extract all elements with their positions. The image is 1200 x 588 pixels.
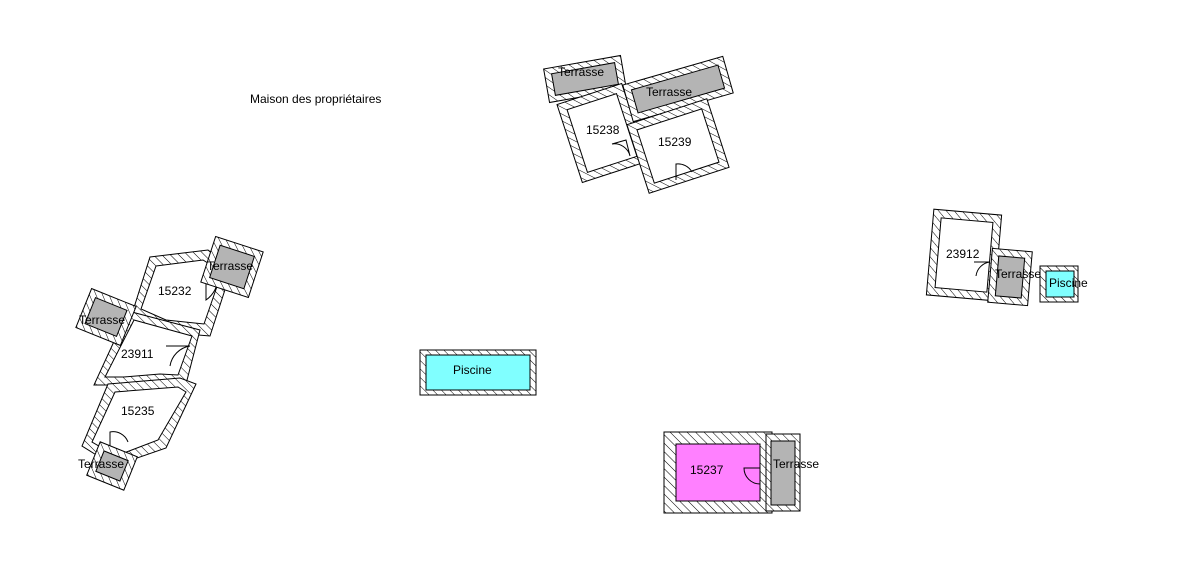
unit-label-23911: 23911 xyxy=(121,347,154,361)
terrasse-15235[interactable]: Terrasse xyxy=(78,441,138,491)
plan-title: Maison des propriétaires xyxy=(250,92,381,106)
terrasse-15232[interactable]: Terrasse xyxy=(200,235,264,299)
door-icon xyxy=(166,345,191,367)
terrasse-23912[interactable]: Terrasse xyxy=(987,247,1042,307)
terrasse-label: Terrasse xyxy=(79,313,125,327)
door-icon xyxy=(743,467,761,485)
unit-label-15238: 15238 xyxy=(586,123,620,137)
unit-label-15239: 15239 xyxy=(658,135,692,149)
terrasse-label: Terrasse xyxy=(646,85,692,99)
terrasse-label: Terrasse xyxy=(558,65,604,79)
unit-label-15235: 15235 xyxy=(121,404,155,418)
terrasse-label: Terrasse xyxy=(773,457,819,471)
pool-water xyxy=(1045,270,1075,298)
terrasse-label: Terrasse xyxy=(78,457,124,471)
unit-label-15232: 15232 xyxy=(158,284,192,298)
terrasse-15239[interactable]: Terrasse xyxy=(622,55,734,123)
unit-label-23912: 23912 xyxy=(946,247,980,261)
unit-label-15237: 15237 xyxy=(690,463,724,477)
piscine-label: Piscine xyxy=(1049,276,1088,290)
pool-water xyxy=(425,354,531,391)
door-icon xyxy=(974,261,991,277)
door-icon xyxy=(109,431,129,448)
terrasse-15237[interactable]: Terrasse xyxy=(765,433,819,512)
door-icon xyxy=(675,163,693,180)
building-15238[interactable]: 15238 xyxy=(556,82,648,184)
unit-15237-room xyxy=(675,443,761,502)
building-15235[interactable]: 15235 xyxy=(81,377,197,467)
building-15237[interactable]: 15237 xyxy=(663,431,773,514)
terrasse-label: Terrasse xyxy=(207,259,253,273)
piscine-central[interactable]: Piscine xyxy=(419,349,537,396)
building-15239[interactable]: 15239 xyxy=(626,98,730,194)
building-23912[interactable]: 23912 xyxy=(925,208,1003,302)
terrasse-label: Terrasse xyxy=(995,267,1041,281)
piscine-label: Piscine xyxy=(453,363,492,377)
door-icon xyxy=(611,139,631,157)
terrasse-23911[interactable]: Terrasse xyxy=(75,287,137,347)
piscine-23912[interactable]: Piscine xyxy=(1039,265,1088,303)
